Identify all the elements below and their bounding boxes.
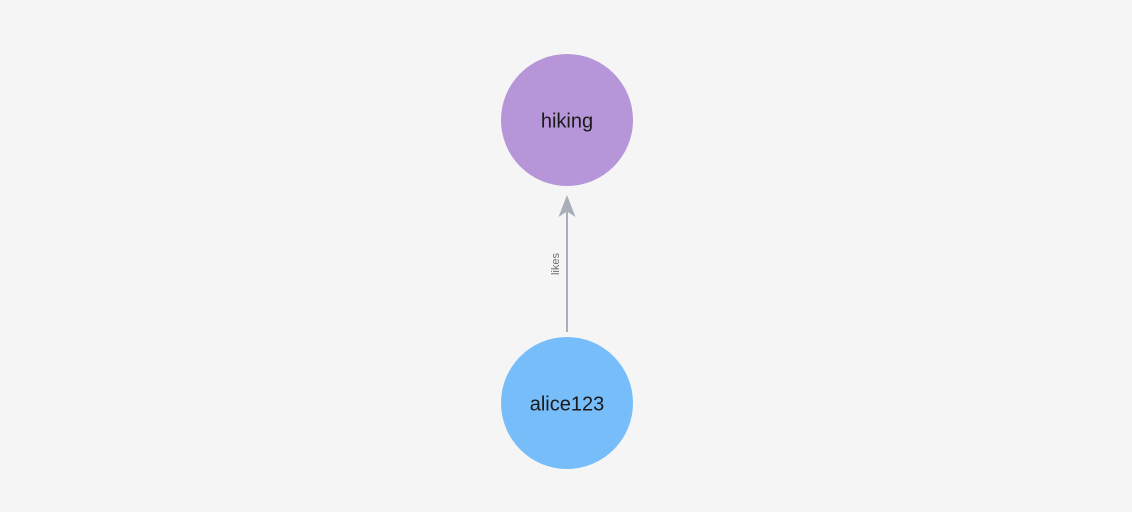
graph-node-alice123[interactable]: alice123 (501, 337, 633, 469)
node-label-hiking: hiking (541, 110, 593, 132)
graph-node-hiking[interactable]: hiking (501, 54, 633, 186)
node-circle-alice123[interactable] (501, 337, 633, 469)
graph-edge[interactable]: likes (550, 195, 576, 332)
node-circle-hiking[interactable] (501, 54, 633, 186)
node-label-alice123: alice123 (530, 393, 605, 415)
edge-label: likes (550, 253, 562, 276)
edge-arrowhead-icon (558, 195, 576, 217)
